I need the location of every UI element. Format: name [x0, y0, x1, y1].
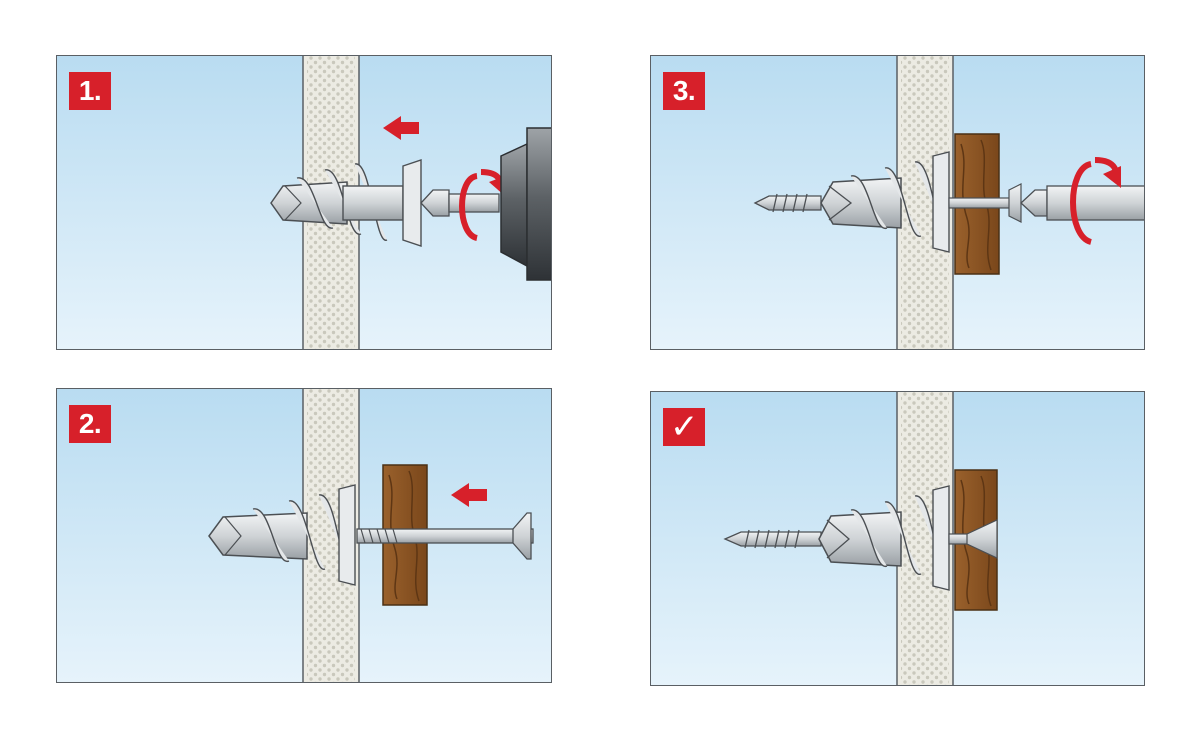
- screw-head: [948, 519, 998, 559]
- step-number-badge: 3.: [663, 72, 705, 110]
- drywall-anchor: [820, 151, 950, 253]
- step-number-badge: 1.: [69, 72, 111, 110]
- step-1-illustration: [270, 56, 551, 349]
- wall-board: [896, 56, 954, 349]
- panel-step-done: ✓: [650, 391, 1145, 686]
- left-arrow-icon: [451, 483, 487, 507]
- screwdriver-bit-icon: [1020, 185, 1144, 221]
- step-3-illustration: [753, 56, 1144, 349]
- drywall-anchor: [818, 485, 950, 591]
- drywall-anchor: [208, 484, 356, 586]
- step-done-illustration: [723, 392, 998, 685]
- step-2-illustration: [208, 389, 534, 682]
- checkmark-icon: ✓: [663, 408, 705, 446]
- screw-tip: [723, 529, 822, 549]
- rotation-arrow-icon: [1070, 157, 1121, 245]
- left-arrow-icon: [383, 116, 419, 140]
- panel-step-3: 3.: [650, 55, 1145, 350]
- drywall-anchor: [270, 159, 422, 247]
- drill-chuck-icon: [500, 127, 551, 281]
- screw-shank: [948, 183, 1022, 223]
- panel-step-2: 2.: [56, 388, 552, 683]
- panel-step-1: 1.: [56, 55, 552, 350]
- screw: [356, 512, 534, 560]
- screw-tip: [753, 193, 822, 213]
- step-number-badge: 2.: [69, 405, 111, 443]
